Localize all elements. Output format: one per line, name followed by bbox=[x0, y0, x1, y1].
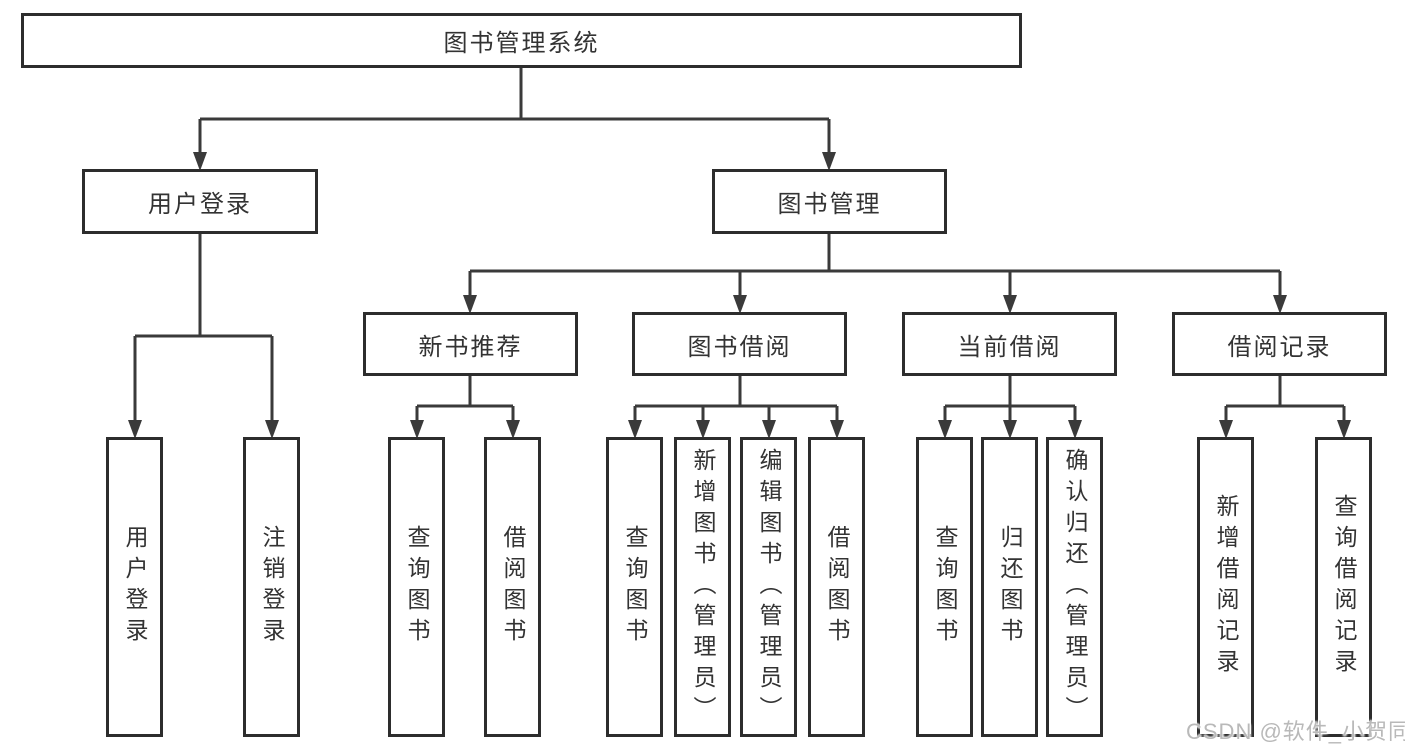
watermark-text: CSDN @软件_小贺同学 bbox=[1186, 719, 1405, 744]
arrow-down-icon bbox=[628, 420, 642, 439]
arrow-down-icon bbox=[1003, 295, 1017, 314]
arrow-down-icon bbox=[128, 420, 142, 439]
arrow-down-icon bbox=[1219, 420, 1233, 439]
leaf-query-books-1: 查询图书 bbox=[388, 437, 445, 737]
arrow-down-icon bbox=[696, 420, 710, 439]
leaf-return-book: 归还图书 bbox=[981, 437, 1038, 737]
arrowhead-group bbox=[128, 152, 1351, 439]
arrow-down-icon bbox=[938, 420, 952, 439]
arrow-down-icon bbox=[1003, 420, 1017, 439]
arrow-down-icon bbox=[762, 420, 776, 439]
arrow-down-icon bbox=[733, 295, 747, 314]
leaf-add-borrow-record: 新增借阅记录 bbox=[1197, 437, 1254, 737]
arrow-down-icon bbox=[463, 295, 477, 314]
leaf-confirm-return-admin: 确认归还（管理员） bbox=[1046, 437, 1103, 737]
arrow-down-icon bbox=[1273, 295, 1287, 314]
leaf-edit-book-admin: 编辑图书（管理员） bbox=[740, 437, 797, 737]
leaf-query-books-2: 查询图书 bbox=[606, 437, 663, 737]
node-book-management: 图书管理 bbox=[712, 169, 947, 234]
leaf-add-book-admin: 新增图书（管理员） bbox=[674, 437, 731, 737]
node-new-book-recommendation: 新书推荐 bbox=[363, 312, 578, 376]
leaf-logout: 注销登录 bbox=[243, 437, 300, 737]
leaf-query-borrow-record: 查询借阅记录 bbox=[1315, 437, 1372, 737]
node-book-borrowing: 图书借阅 bbox=[632, 312, 847, 376]
arrow-down-icon bbox=[1337, 420, 1351, 439]
node-current-borrowing: 当前借阅 bbox=[902, 312, 1117, 376]
leaf-borrow-books-2: 借阅图书 bbox=[808, 437, 865, 737]
node-borrowing-records: 借阅记录 bbox=[1172, 312, 1387, 376]
leaf-query-books-3: 查询图书 bbox=[916, 437, 973, 737]
arrow-down-icon bbox=[265, 420, 279, 439]
arrow-down-icon bbox=[830, 420, 844, 439]
arrow-down-icon bbox=[506, 420, 520, 439]
leaf-user-login: 用户登录 bbox=[106, 437, 163, 737]
leaf-borrow-books-1: 借阅图书 bbox=[484, 437, 541, 737]
connector-path bbox=[133, 66, 1346, 421]
arrow-down-icon bbox=[410, 420, 424, 439]
arrow-down-icon bbox=[822, 152, 836, 171]
arrow-down-icon bbox=[1068, 420, 1082, 439]
node-user-login: 用户登录 bbox=[82, 169, 318, 234]
node-library-system: 图书管理系统 bbox=[21, 13, 1022, 68]
arrow-down-icon bbox=[193, 152, 207, 171]
